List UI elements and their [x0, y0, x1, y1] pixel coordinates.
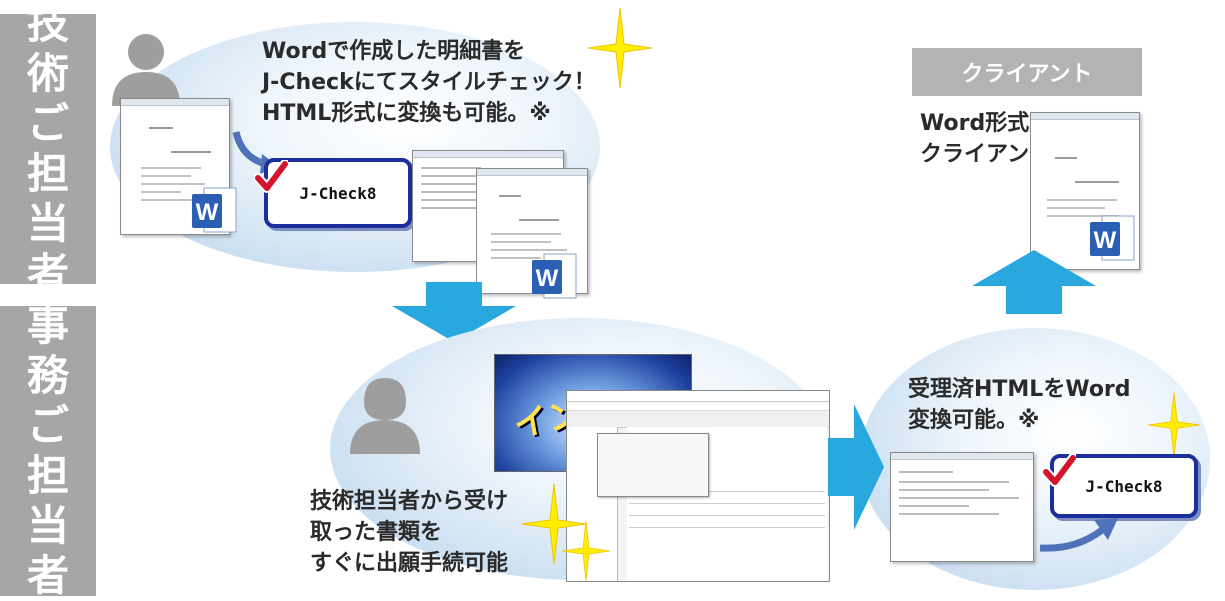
jcheck-app-box: J-Check8: [1050, 454, 1198, 518]
word-icon: W: [532, 253, 577, 299]
client-title: クライアント: [961, 62, 1093, 87]
section-label-office-text: 事務ご担当者: [26, 301, 69, 600]
curved-arrow-icon: [1039, 518, 1118, 552]
office-person-icon: [350, 378, 420, 454]
up-arrow-icon: [972, 250, 1096, 314]
jcheck-app-box: J-Check8: [264, 158, 412, 228]
sparkle-icon: [1148, 392, 1200, 458]
section-label-engineer-text: 技術ご担当者: [26, 0, 69, 298]
svg-text:W: W: [1094, 227, 1117, 254]
section-label-office: 事務ご担当者: [0, 301, 96, 600]
check-mark-icon: [1042, 454, 1076, 487]
svg-text:W: W: [196, 199, 219, 226]
sparkle-icon: [588, 8, 652, 88]
jcheck-label: J-Check8: [299, 183, 377, 203]
jcheck-label: J-Check8: [1085, 476, 1163, 496]
engineer-description: Wordで作成した明細書を J-Checkにてスタイルチェック！ HTML形式に…: [262, 39, 596, 126]
filing-app-window: [566, 390, 830, 582]
converted-document: [890, 452, 1034, 562]
down-arrow-icon: [392, 282, 516, 342]
word-icon: W: [1090, 215, 1135, 261]
engineer-person-icon: [112, 34, 180, 106]
client-title-box: クライアント: [912, 48, 1142, 96]
sparkle-icon: [522, 484, 586, 564]
office-description: 技術担当者から受け 取った書類を すぐに出願手続可能: [310, 489, 509, 576]
office-right-description: 受理済HTMLをWord 変換可能。※: [908, 377, 1131, 433]
section-label-engineer: 技術ご担当者: [0, 0, 96, 298]
right-arrow-icon: [828, 404, 884, 530]
sparkle-icon: [562, 520, 610, 582]
word-icon: W: [192, 187, 237, 233]
check-mark-icon: [254, 160, 288, 193]
svg-text:W: W: [536, 265, 559, 292]
